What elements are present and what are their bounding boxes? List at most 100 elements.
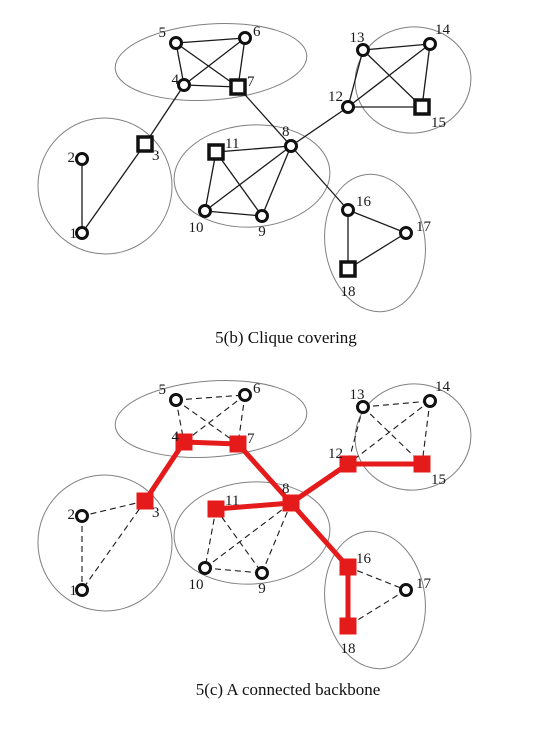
c-node-17: 17 xyxy=(399,576,432,597)
c-node-1-marker xyxy=(75,583,89,597)
c-node-9-marker xyxy=(255,566,269,580)
b-edge-4-7 xyxy=(183,84,239,88)
c-node-4: 4 xyxy=(172,429,193,451)
c-node-16: 16 xyxy=(339,551,372,576)
b-node-12-label: 12 xyxy=(328,89,343,105)
c-node-5-marker xyxy=(169,393,183,407)
b-cluster-2-3-1 xyxy=(37,117,173,255)
c-backbone-edge-8-11 xyxy=(213,500,294,512)
b-cluster-16-17-18 xyxy=(324,173,426,313)
b-edge-5-4 xyxy=(175,42,185,86)
b-node-14-marker xyxy=(423,37,437,51)
c-node-11-label: 11 xyxy=(225,493,239,509)
b-node-1-marker xyxy=(75,226,89,240)
c-node-3-marker xyxy=(136,492,154,510)
b-node-9: 9 xyxy=(255,209,269,240)
c-node-12-marker xyxy=(339,455,357,473)
b-edge-4-3 xyxy=(144,84,185,145)
b-node-9-marker xyxy=(255,209,269,223)
c-node-3: 3 xyxy=(136,492,160,521)
c-node-10-marker xyxy=(198,561,212,575)
c-node-17-marker xyxy=(399,583,413,597)
c-node-6-label: 6 xyxy=(253,381,261,397)
c-dashed-edge-3-1 xyxy=(81,500,146,591)
c-node-2-marker xyxy=(75,509,89,523)
b-node-12-marker xyxy=(341,100,355,114)
c-node-1-label: 1 xyxy=(70,583,78,599)
b-node-1: 1 xyxy=(70,226,89,242)
c-dashed-edge-14-12 xyxy=(347,400,431,465)
panel-b-edges xyxy=(81,37,431,270)
b-node-10-marker xyxy=(198,204,212,218)
c-cluster-5-6-4-7 xyxy=(114,380,308,458)
b-edge-6-4 xyxy=(183,37,246,86)
b-node-8: 8 xyxy=(282,124,298,153)
b-edge-14-12 xyxy=(347,43,431,108)
b-node-5-marker xyxy=(169,36,183,50)
b-cluster-13-14-12-15 xyxy=(354,26,472,134)
b-node-6-marker xyxy=(238,31,252,45)
c-node-14-label: 14 xyxy=(435,379,451,395)
c-node-15: 15 xyxy=(413,455,446,488)
c-node-13-label: 13 xyxy=(350,387,365,403)
b-edge-5-7 xyxy=(175,42,239,88)
panel-b-caption: 5(b) Clique covering xyxy=(215,328,357,347)
c-node-6-marker xyxy=(238,388,252,402)
b-edge-3-1 xyxy=(81,143,146,234)
panel-c-edges xyxy=(81,394,431,629)
c-node-1: 1 xyxy=(70,583,89,599)
c-node-8-marker xyxy=(282,494,300,512)
b-edge-11-8 xyxy=(215,145,292,153)
b-node-4-label: 4 xyxy=(172,72,180,88)
c-node-12-label: 12 xyxy=(328,446,343,462)
c-dashed-edge-11-9 xyxy=(215,508,263,574)
c-node-6: 6 xyxy=(238,381,261,402)
c-node-9-label: 9 xyxy=(258,581,266,597)
c-node-15-marker xyxy=(413,455,431,473)
b-node-15-marker xyxy=(413,98,431,116)
c-backbone-edge-4-7 xyxy=(181,439,241,447)
b-node-8-label: 8 xyxy=(282,124,290,140)
c-node-3-label: 3 xyxy=(152,505,160,521)
b-node-12: 12 xyxy=(328,89,355,114)
c-node-13-marker xyxy=(356,400,370,414)
panel-c-caption: 5(c) A connected backbone xyxy=(196,680,381,699)
b-edge-13-14 xyxy=(362,43,431,51)
b-node-14: 14 xyxy=(423,22,451,51)
c-node-13: 13 xyxy=(350,387,370,414)
c-node-14-marker xyxy=(423,394,437,408)
panel-c-clusters xyxy=(37,380,472,670)
b-node-18: 18 xyxy=(339,260,357,300)
c-node-7: 7 xyxy=(229,431,255,453)
c-dashed-edge-9-8 xyxy=(261,502,292,574)
c-dashed-edge-10-9 xyxy=(204,567,263,574)
b-node-7-label: 7 xyxy=(247,74,255,90)
b-edge-7-8 xyxy=(237,86,292,147)
c-node-10: 10 xyxy=(189,561,212,593)
b-node-8-marker xyxy=(284,139,298,153)
b-node-9-label: 9 xyxy=(258,224,266,240)
c-cluster-11-8-10-9 xyxy=(173,481,331,585)
c-node-7-label: 7 xyxy=(247,431,255,447)
c-backbone-edge-8-12 xyxy=(288,461,351,506)
b-node-18-label: 18 xyxy=(341,284,356,300)
c-dashed-edge-13-15 xyxy=(362,406,423,465)
c-cluster-13-14-12-15 xyxy=(354,383,472,491)
c-node-10-label: 10 xyxy=(189,577,204,593)
b-node-3-marker xyxy=(136,135,154,153)
c-node-7-marker xyxy=(229,435,247,453)
b-edge-11-9 xyxy=(215,151,263,217)
b-node-7-marker xyxy=(229,78,247,96)
b-node-5-label: 5 xyxy=(159,25,167,41)
c-node-8: 8 xyxy=(282,481,300,512)
b-edge-14-15 xyxy=(421,43,431,108)
c-node-12: 12 xyxy=(328,446,357,473)
b-node-5: 5 xyxy=(159,25,183,50)
b-node-15: 15 xyxy=(413,98,446,131)
c-dashed-edge-5-6 xyxy=(175,394,246,401)
b-edge-8-12 xyxy=(290,106,349,147)
b-node-11-marker xyxy=(207,143,225,161)
